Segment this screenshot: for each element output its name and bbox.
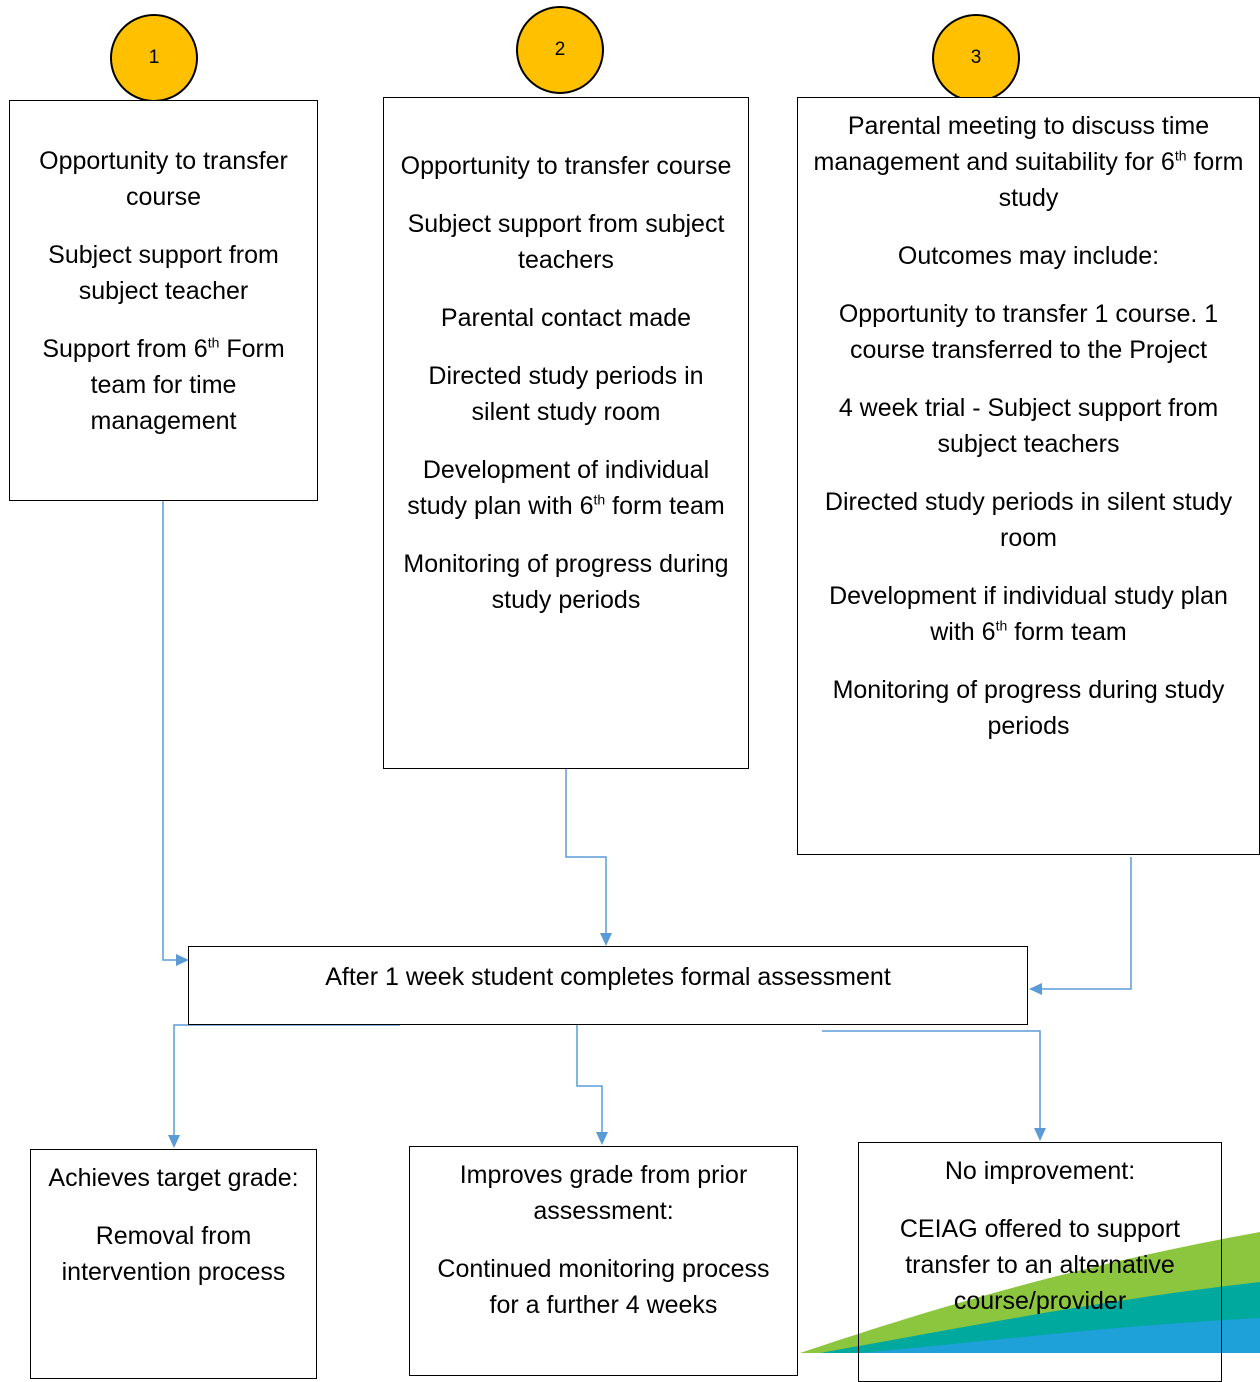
stage-3-item: Development if individual study plan wit…: [829, 582, 1228, 646]
assessment-label: After 1 week student completes formal as…: [325, 963, 891, 991]
outcome-improves-box: Improves grade from prior assessment: Co…: [409, 1146, 798, 1376]
stage-2-item: Monitoring of progress during study peri…: [403, 550, 729, 614]
connector-5: [576, 1025, 603, 1134]
outcome-no-improvement-action: CEIAG offered to support transfer to an …: [899, 1215, 1181, 1315]
outcome-no-improvement-box: No improvement: CEIAG offered to support…: [858, 1142, 1222, 1382]
connector-1: [162, 500, 178, 961]
stage-3-item: Outcomes may include:: [897, 242, 1160, 270]
stage-3-item: Monitoring of progress during study peri…: [832, 676, 1225, 740]
stage-2-item: Opportunity to transfer course: [400, 152, 732, 180]
stage-3-item: Opportunity to transfer 1 course. 1 cour…: [838, 300, 1219, 364]
outcome-improves-action: Continued monitoring process for a furth…: [437, 1255, 770, 1319]
stage-2-item: Subject support from subject teachers: [407, 210, 725, 274]
assessment-box: After 1 week student completes formal as…: [188, 946, 1028, 1025]
stage-1-item: Subject support from subject teacher: [48, 241, 279, 305]
stage-2-box: Opportunity to transfer course Subject s…: [383, 97, 749, 769]
stage-3-box: Parental meeting to discuss time managem…: [797, 97, 1260, 855]
stage-1-item: Opportunity to transfer course: [39, 147, 288, 211]
stage-2-item: Development of individual study plan wit…: [407, 456, 725, 520]
stage-3-item: Directed study periods in silent study r…: [824, 488, 1233, 552]
connector-4: [173, 1024, 400, 1137]
stage-3-item: Parental meeting to discuss time managem…: [813, 112, 1244, 212]
stage-badge-1-label: 1: [148, 47, 160, 68]
arrowhead-6: [1034, 1128, 1046, 1141]
stage-1-box: Opportunity to transfer course Subject s…: [9, 100, 318, 501]
arrowhead-4: [168, 1135, 180, 1148]
connector-6: [822, 1030, 1041, 1130]
stage-2-item: Parental contact made: [440, 304, 692, 332]
outcome-target-action: Removal from intervention process: [61, 1222, 286, 1286]
arrowhead-5: [596, 1132, 608, 1145]
stage-3-item: 4 week trial - Subject support from subj…: [838, 394, 1219, 458]
arrowhead-2: [600, 933, 612, 946]
stage-2-item: Directed study periods in silent study r…: [428, 362, 704, 426]
stage-badge-2: 2: [516, 6, 604, 94]
stage-1-item: Support from 6th Form team for time mana…: [42, 334, 285, 435]
connector-3: [1041, 857, 1132, 990]
outcome-target-box: Achieves target grade: Removal from inte…: [30, 1149, 317, 1379]
stage-badge-1: 1: [110, 14, 198, 102]
outcome-target-heading: Achieves target grade:: [48, 1164, 299, 1192]
outcome-no-improvement-heading: No improvement:: [944, 1157, 1136, 1185]
stage-badge-3: 3: [932, 14, 1020, 102]
arrowhead-3: [1029, 983, 1042, 995]
stage-badge-3-label: 3: [970, 47, 982, 68]
connector-2: [565, 768, 607, 935]
outcome-improves-heading: Improves grade from prior assessment:: [459, 1161, 748, 1225]
stage-badge-2-label: 2: [554, 39, 566, 60]
